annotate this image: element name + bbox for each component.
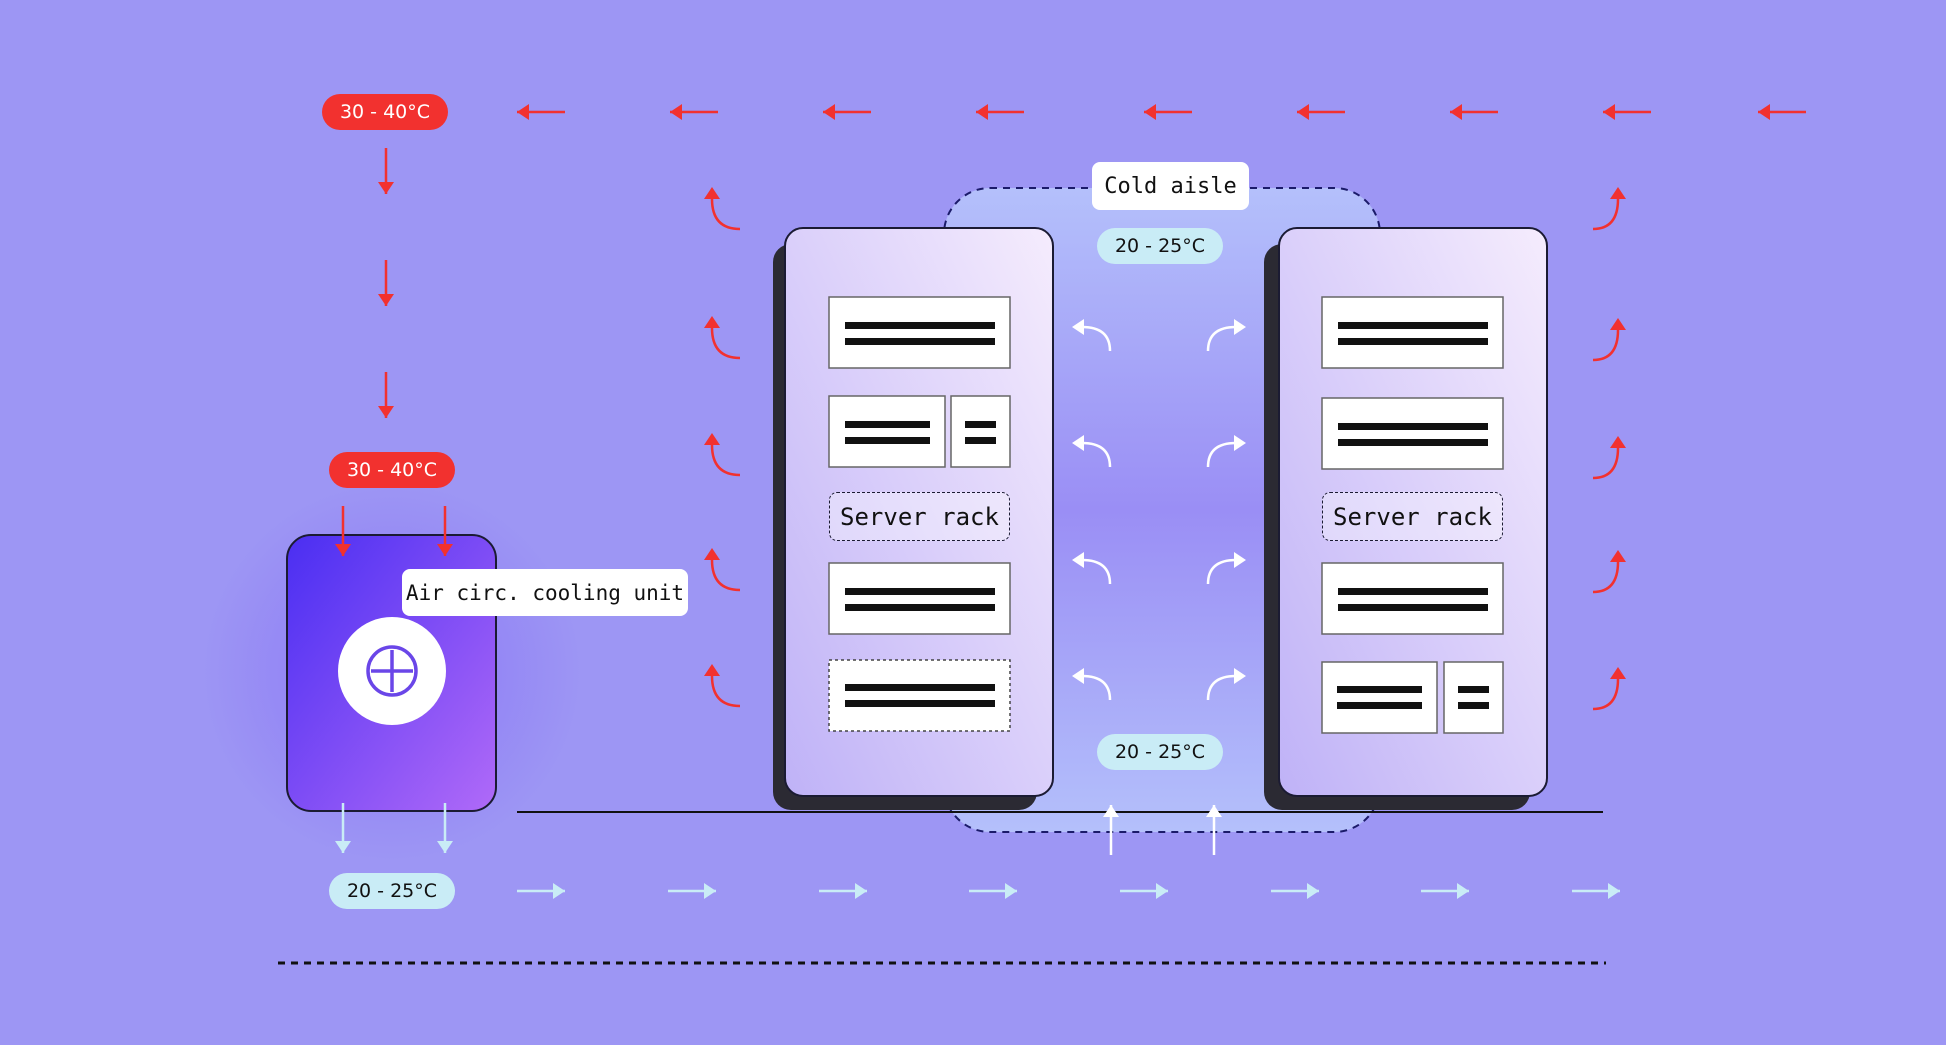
cold-air-arrow-icon	[1206, 319, 1246, 352]
hot-air-arrow-icon	[1592, 436, 1626, 480]
hot-air-arrow-icon	[517, 104, 565, 120]
hot-air-arrow-icon	[670, 104, 718, 120]
hot-air-arrow-icon	[823, 104, 871, 120]
cold-air-arrow-icon	[819, 883, 867, 899]
rack-unit	[828, 296, 1011, 369]
cold-air-arrow-icon	[1072, 319, 1112, 352]
hot-air-arrow-icon	[1144, 104, 1192, 120]
cooling-unit	[202, 482, 582, 862]
hot-air-arrow-icon	[704, 187, 741, 231]
hot-air-arrow-icon	[1758, 104, 1806, 120]
fan-crosshair-icon	[366, 645, 418, 697]
cold-air-arrow-icon	[1421, 883, 1469, 899]
cold-air-arrow-icon	[1072, 435, 1112, 468]
hot-air-arrow-icon	[378, 372, 394, 418]
hot-air-arrow-icon	[704, 316, 741, 360]
server-rack-right-label: Server rack	[1322, 492, 1503, 541]
cold-air-arrow-icon	[1206, 668, 1246, 701]
cold-air-arrow-icon	[517, 883, 565, 899]
hot-return-temperature-badge: 30 - 40°C	[322, 94, 448, 130]
hot-air-arrow-icon	[437, 506, 453, 556]
hot-air-arrow-icon	[378, 148, 394, 194]
hot-air-arrow-icon	[1592, 667, 1626, 711]
rack-unit	[1321, 397, 1504, 470]
cooling-unit-label: Air circ. cooling unit	[402, 569, 688, 616]
cold-aisle-top-temperature-badge: 20 - 25°C	[1097, 228, 1223, 264]
server-rack-left	[773, 227, 1054, 810]
rack-unit	[828, 395, 1011, 468]
hot-intake-temperature-badge: 30 - 40°C	[329, 452, 455, 488]
cold-air-arrow-icon	[1206, 435, 1246, 468]
rack-unit	[1321, 296, 1504, 369]
cold-air-arrow-icon	[969, 883, 1017, 899]
cold-aisle-label: Cold aisle	[1092, 162, 1249, 210]
rack-unit	[828, 562, 1011, 635]
cold-aisle-bottom-temperature-badge: 20 - 25°C	[1097, 734, 1223, 770]
hot-air-arrow-icon	[1603, 104, 1651, 120]
hot-air-arrow-icon	[976, 104, 1024, 120]
hot-air-arrow-icon	[704, 548, 741, 592]
hot-air-arrow-icon	[1592, 318, 1626, 362]
rack-unit	[1321, 562, 1504, 635]
cold-air-arrow-icon	[668, 883, 716, 899]
airflow-arrows	[335, 104, 1806, 899]
cold-air-arrow-icon	[1103, 805, 1119, 855]
hot-air-arrow-icon	[1297, 104, 1345, 120]
hot-air-arrow-icon	[378, 260, 394, 306]
cold-air-arrow-icon	[437, 803, 453, 853]
hot-air-arrow-icon	[704, 664, 741, 708]
rack-unit	[828, 659, 1011, 732]
cold-air-arrow-icon	[1271, 883, 1319, 899]
hot-air-arrow-icon	[335, 506, 351, 556]
hot-air-arrow-icon	[1592, 187, 1626, 231]
cold-supply-temperature-badge: 20 - 25°C	[329, 873, 455, 909]
server-rack-left-label: Server rack	[829, 492, 1010, 541]
rack-unit	[1321, 661, 1504, 734]
server-rack-right	[1264, 227, 1548, 810]
cold-air-arrow-icon	[1072, 668, 1112, 701]
cold-air-arrow-icon	[335, 803, 351, 853]
cold-air-arrow-icon	[1572, 883, 1620, 899]
cold-air-arrow-icon	[1206, 552, 1246, 585]
hot-air-arrow-icon	[704, 433, 741, 477]
cold-air-arrow-icon	[1120, 883, 1168, 899]
cold-air-arrow-icon	[1072, 552, 1112, 585]
cold-air-arrow-icon	[1206, 805, 1222, 855]
hot-air-arrow-icon	[1592, 550, 1626, 594]
hot-air-arrow-icon	[1450, 104, 1498, 120]
